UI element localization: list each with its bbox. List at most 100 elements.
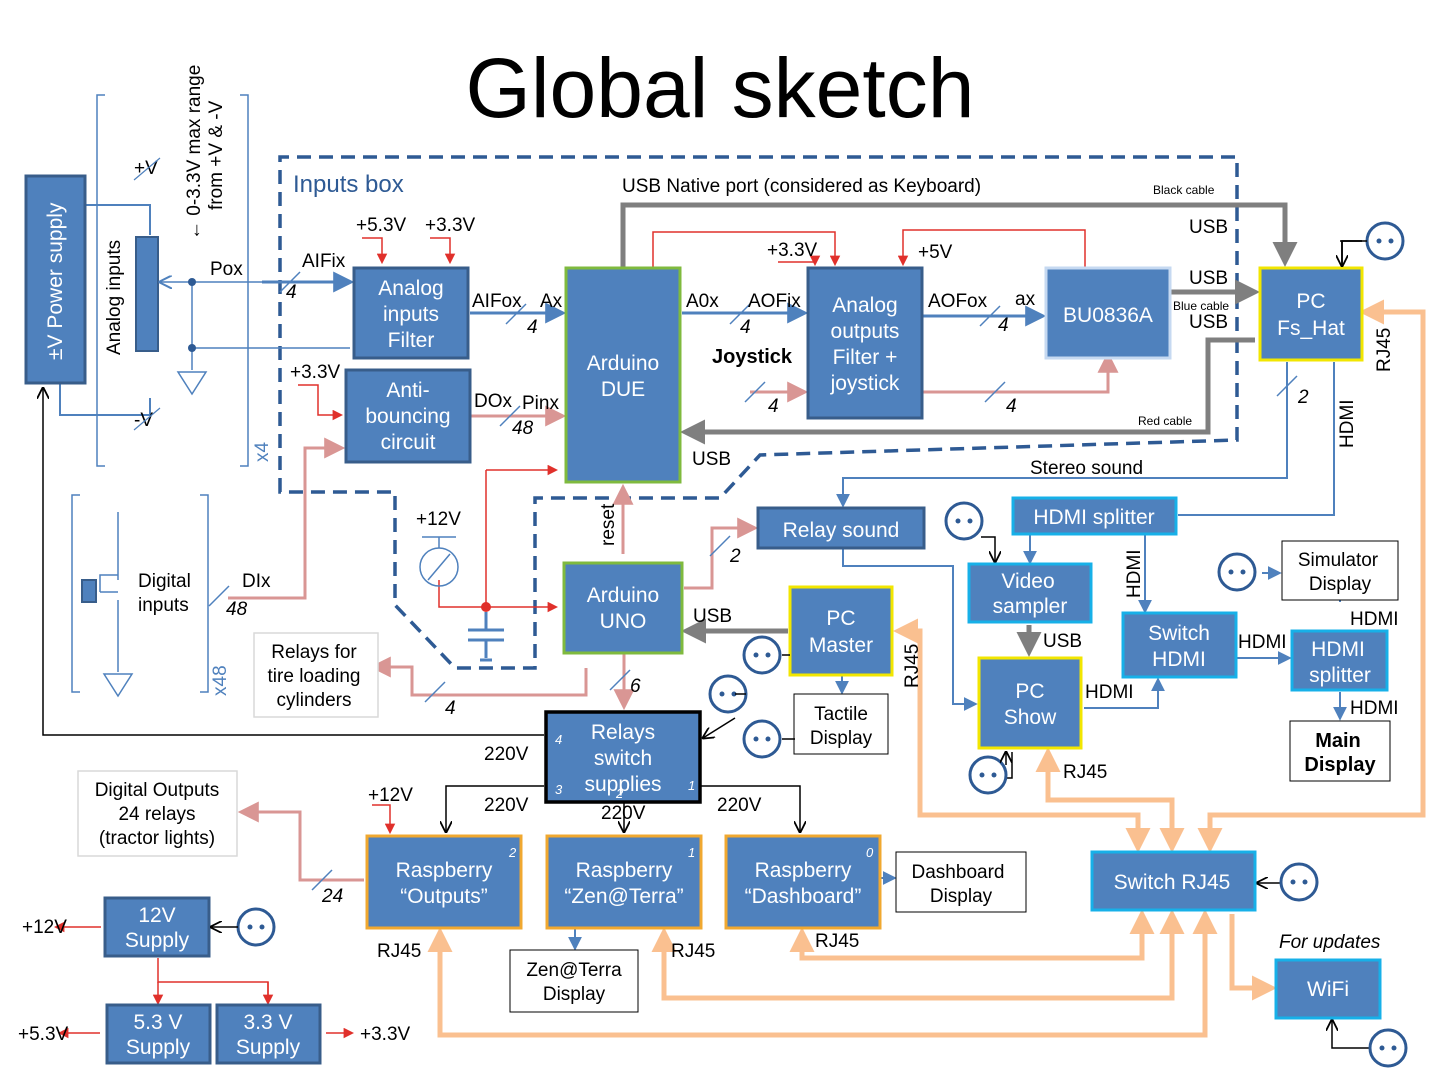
digital-inputs-bracket-right [200,494,209,693]
raspberry-dashboard-line-1: Raspberry [755,859,852,882]
relay-sound-block [756,506,926,550]
supply-3v-line-1: 3.3 V [243,1011,292,1034]
pc-master-line-2: Master [809,634,873,657]
pc-fs-hat-line-1: PC [1296,290,1325,313]
pox-label: Pox [210,259,243,280]
relays-port-1: 1 [688,778,695,793]
supply-12v-line-2: Supply [125,929,190,952]
raspberry-dashboard-block [724,834,882,930]
analog-outputs-line-1: Analog [832,294,897,317]
wifi-label: WiFi [1307,978,1349,1001]
power-plug-icon [968,755,1008,795]
ground-dot [188,344,196,352]
raspberry-outputs-port: 2 [508,845,517,860]
wifi-block [1274,958,1382,1020]
hdmi-label-switch: HDMI [1238,632,1287,653]
network-lines [427,299,1426,1038]
v220-label-1: 220V [484,744,529,765]
analog-filter-line-3: Filter [388,329,435,352]
arduino-due-line-2: DUE [601,378,645,401]
video-sampler-block [967,562,1093,624]
arduino-due-line-1: Arduino [587,352,659,375]
pox-dot [188,278,196,286]
bus-marks-pink [208,381,1006,891]
potentiometer [135,236,159,352]
supply-3v-block [215,1003,322,1065]
switch-hdmi-block [1121,611,1238,679]
simulator-display-line-1: Simulator [1298,550,1379,571]
range-note-1: ← 0-3.3V max range [184,65,205,240]
bus-marks [279,271,1298,397]
raspberry-dashboard-line-2: “Dashboard” [745,885,862,908]
digital-outputs-line-2: 24 relays [118,804,195,825]
supply-12v-block [103,896,211,958]
fs-hat-power-line [1341,240,1362,265]
minus-v-tick [133,407,161,431]
simulator-display-box [1281,540,1399,601]
analog-outputs-line-2: outputs [831,320,900,343]
analog-outputs-line-3: Filter + [833,346,898,369]
usb-label-1: USB [1189,217,1228,238]
switch-rj45-label: Switch RJ45 [1114,871,1231,894]
black-cable-label: Black cable [1153,183,1215,197]
hdmi-splitter-right-line-2: splitter [1309,664,1371,687]
rj45-label-show: RJ45 [1063,762,1107,783]
raspberry-zen-block [545,834,703,930]
analog-outputs-line-4: joystick [830,372,900,395]
v33-label-1: +3.3V [425,215,476,236]
inputs-box-label: Inputs box [293,171,404,198]
analog-filter-line-1: Analog [378,277,443,300]
pc-show-line-2: Show [1004,706,1057,729]
pink-signals [228,351,1119,882]
pc-master-line-1: PC [826,607,855,630]
power-plug-icon [236,907,276,947]
plug-lines [211,240,1367,927]
raspberry-outputs-line-1: Raspberry [396,859,493,882]
plus-v-tick [133,157,161,181]
hdmi-splitter-right-block [1290,629,1389,692]
relays-port-4: 4 [555,732,562,747]
v33-label-3: +3.3V [767,240,818,261]
analog-inputs-bracket-right [240,94,249,467]
joystick-count: 4 [768,396,779,417]
relay-sound-label: Relay sound [783,519,900,542]
anti-bouncing-block [344,368,472,464]
main-display-box [1289,720,1391,782]
plus-v-label: +V [134,158,158,179]
digital-ground-icon [102,673,134,698]
joystick-label: Joystick [712,346,793,368]
aifix-count: 4 [286,282,297,303]
dashboard-display-line-1: Dashboard [912,862,1005,883]
tactile-display-box [793,693,889,755]
aifox-count: 4 [527,317,538,338]
raspberry-zen-line-2: “Zen@Terra” [564,885,683,908]
aofox-count: 4 [998,315,1009,336]
zen-display-line-1: Zen@Terra [526,960,622,981]
rj45-label-fs: RJ45 [1374,328,1395,372]
pc-fs-hat-block [1258,266,1364,362]
analog-inputs-bracket-left [96,94,105,467]
aofix-count: 4 [740,317,751,338]
capacitor-icon [468,612,504,662]
usb-label-5: USB [693,606,732,627]
relays-tire-box [253,632,379,718]
ax-label: Ax [540,291,563,312]
v5-label: +5V [918,242,953,263]
bu0836a-block [1044,266,1172,360]
for-updates-label: For updates [1279,932,1381,953]
digital-switch [81,579,97,603]
raspberry-dashboard-port: 0 [866,845,874,860]
relays-switch-block [544,710,702,804]
v220-label-4: 220V [717,795,762,816]
usb-native-label: USB Native port (considered as Keyboard) [622,176,981,197]
page-title: Global sketch [466,41,975,135]
main-display-line-1: Main [1315,730,1361,752]
rj45-label-dashboard: RJ45 [815,931,859,952]
raspberry-zen-line-1: Raspberry [576,859,673,882]
power-source-slash [427,553,451,581]
analog-outputs-block [806,266,924,420]
video-sampler-line-1: Video [1001,570,1054,593]
v33-label-2: +3.3V [290,362,341,383]
tactile-display-line-2: Display [810,728,873,749]
